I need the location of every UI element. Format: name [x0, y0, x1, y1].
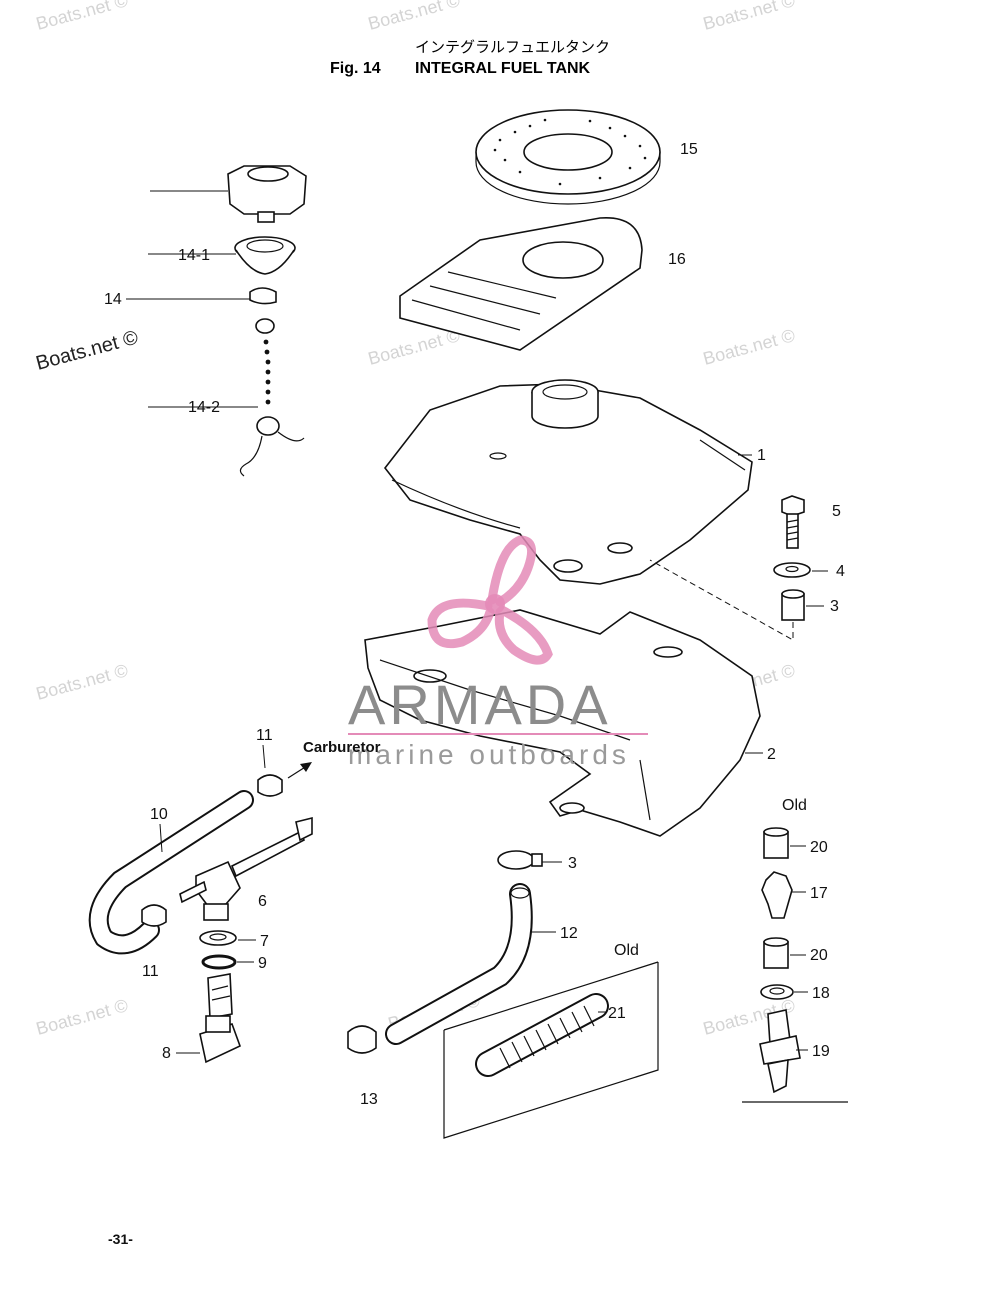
- old-part-bracket: [443, 962, 659, 1139]
- part-13-hose-clip: [347, 1025, 377, 1054]
- callout-21: 21: [608, 1005, 626, 1022]
- callout-14: 14: [104, 291, 122, 308]
- part-11-hose-clip-top: [257, 774, 283, 797]
- part-9-o-ring: [201, 954, 237, 970]
- watermark: Boats.net ©: [366, 325, 462, 369]
- callout-14-2: 14-2: [188, 399, 220, 416]
- watermark: Boats.net ©: [34, 995, 130, 1039]
- callout-18: 18: [812, 985, 830, 1002]
- part-20-collar-top: [763, 827, 789, 859]
- fuel-cap: [227, 165, 307, 223]
- part-3-hose-clamp: [497, 850, 543, 870]
- part-6-fuel-cock: [179, 816, 313, 921]
- brand-tagline: marine outboards: [348, 739, 630, 770]
- part-14-1-cap-gasket: [234, 236, 296, 275]
- callout-4: 4: [836, 563, 845, 580]
- brand-name: ARMADA: [348, 673, 612, 736]
- part-21-corrugated-hose: [475, 993, 609, 1077]
- title-japanese: インテグラルフュエルタンク: [415, 38, 610, 56]
- part-7-washer: [199, 930, 237, 946]
- part-14-clip: [249, 287, 277, 305]
- callout-2: 2: [767, 746, 776, 763]
- callout-14-1: 14-1: [178, 247, 210, 264]
- callout-6: 6: [258, 893, 267, 910]
- old-label-center: Old: [614, 942, 639, 959]
- callout-19: 19: [812, 1043, 830, 1060]
- part-1-tank-upper: [383, 379, 753, 585]
- callout-15: 15: [680, 141, 698, 158]
- part-19-grommet: [759, 1009, 801, 1094]
- armada-logo: ARMADA marine outboards: [348, 535, 648, 770]
- propeller-hub-icon: [485, 594, 505, 614]
- leader-line: [159, 823, 163, 853]
- callout-11-bottom: 11: [142, 963, 159, 980]
- callout-20-bottom: 20: [810, 947, 828, 964]
- assembly-dashed-line: [649, 559, 794, 641]
- part-16-gasket: [399, 217, 643, 351]
- callout-11-top: 11: [256, 727, 273, 744]
- callout-3: 3: [830, 598, 839, 615]
- part-11-hose-clip-bottom: [141, 904, 167, 927]
- arrow-icon: [300, 762, 312, 772]
- callout-20-top: 20: [810, 839, 828, 856]
- part-5-bolt: [781, 495, 805, 549]
- part-17-grommet: [761, 871, 793, 919]
- page-title: INTEGRAL FUEL TANK: [415, 60, 591, 77]
- watermark-dark: Boats.net ©: [34, 326, 141, 374]
- part-12-fuel-hose: [385, 883, 533, 1045]
- page-number: -31-: [108, 1231, 133, 1247]
- propeller-icon: [427, 535, 553, 665]
- part-3-collar: [781, 589, 805, 621]
- part-2-tank-lower: [364, 609, 761, 837]
- old-part-bracket-top: [443, 961, 659, 1031]
- part-8-fuel-strainer: [199, 973, 242, 1064]
- callout-7: 7: [260, 933, 269, 950]
- part-4-washer: [773, 562, 811, 578]
- callout-10: 10: [150, 806, 168, 823]
- carburetor-label: Carburetor: [303, 739, 381, 756]
- watermark: Boats.net ©: [366, 0, 462, 34]
- figure-number: Fig. 14: [330, 60, 381, 77]
- part-15-sponge-ring: [475, 109, 661, 205]
- callout-5: 5: [832, 503, 841, 520]
- watermark: Boats.net ©: [34, 0, 130, 34]
- callout-17: 17: [810, 885, 828, 902]
- watermark: Boats.net ©: [701, 325, 797, 369]
- callout-12: 12: [560, 925, 578, 942]
- callout-9: 9: [258, 955, 267, 972]
- part-10-fuel-hose: [88, 790, 254, 955]
- callout-16: 16: [668, 251, 686, 268]
- part-18-washer: [760, 984, 794, 1000]
- callout-1: 1: [757, 447, 766, 464]
- callout-13: 13: [360, 1091, 378, 1108]
- callout-3-clamp: 3: [568, 855, 577, 872]
- callout-8: 8: [162, 1045, 171, 1062]
- part-14-2-chain: [239, 318, 305, 477]
- old-label-right: Old: [782, 797, 807, 814]
- part-20-collar-bottom: [763, 937, 789, 969]
- watermark: Boats.net ©: [701, 0, 797, 34]
- watermark: Boats.net ©: [34, 660, 130, 704]
- leader-line: [262, 744, 266, 769]
